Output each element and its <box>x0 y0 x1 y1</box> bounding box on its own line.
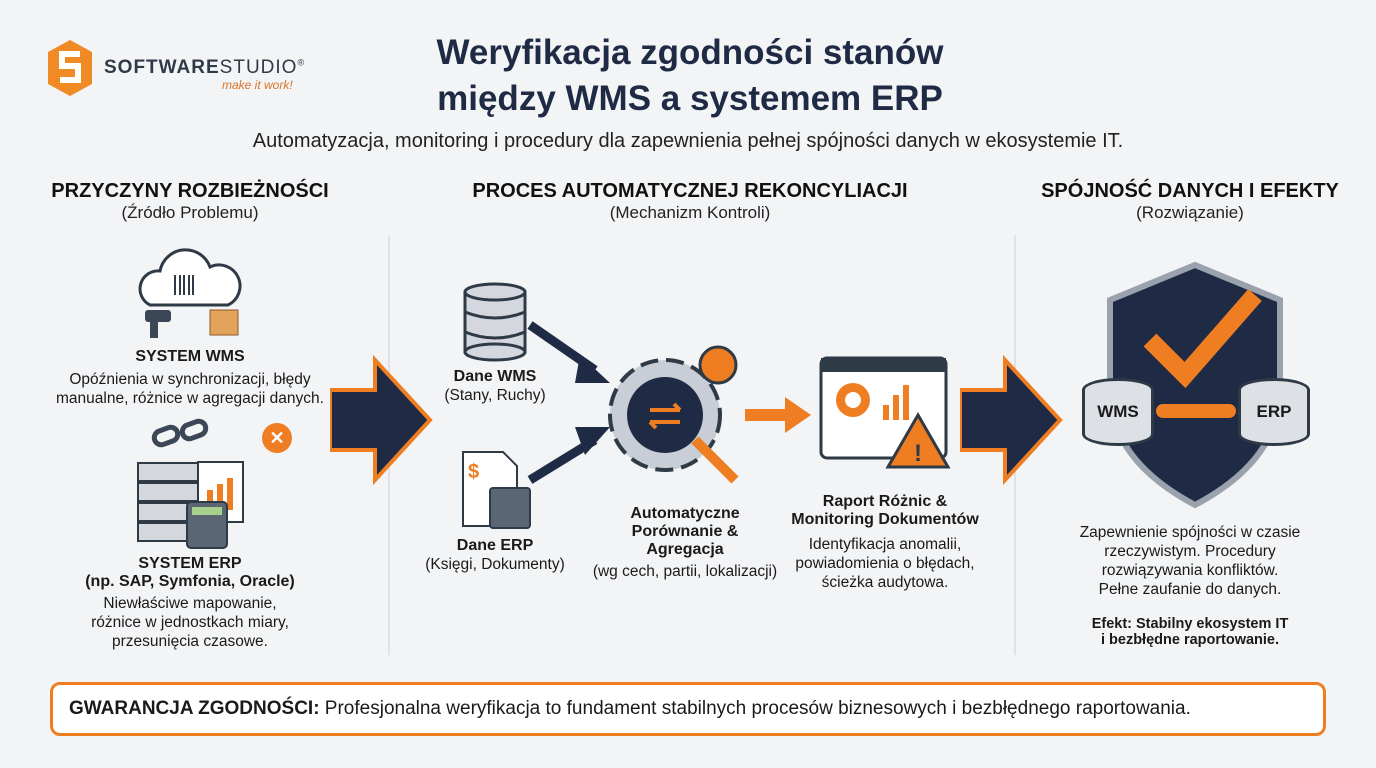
erp-database-icon: ERP <box>1238 378 1310 446</box>
data-flow-arrows <box>527 321 610 484</box>
erp-server-calculator-icon <box>137 461 244 549</box>
logo <box>48 40 92 101</box>
logo-hexagon-icon <box>48 40 92 96</box>
sync-link-icon <box>1156 404 1236 418</box>
erp-cause: SYSTEM ERP (np. SAP, Symfonia, Oracle) N… <box>85 555 295 650</box>
logo-text: SOFTWARESTUDIO® <box>104 57 306 78</box>
broken-link-icon <box>151 418 209 448</box>
wms-database-icon: WMS <box>1082 378 1154 446</box>
guarantee-banner: GWARANCJA ZGODNOŚCI: Profesjonalna weryf… <box>50 682 1326 736</box>
column-heading-process: PROCES AUTOMATYCZNEJ REKONCYLIACJI(Mecha… <box>472 180 908 222</box>
column-heading-effects: SPÓJNOŚĆ DANYCH I EFEKTY(Rozwiązanie) <box>1041 180 1339 222</box>
erp-data-label: Dane ERP(Księgi, Dokumenty) <box>425 537 565 573</box>
orange-arrow-icon <box>745 397 811 433</box>
flow-arrow-icon <box>960 355 1063 485</box>
invoice-calculator-icon: $ <box>462 451 531 529</box>
report-dashboard-warning-icon: ! <box>819 356 951 469</box>
logo-tagline: make it work! <box>222 78 293 92</box>
error-x-icon: ✕ <box>262 423 292 453</box>
wms-cause: SYSTEM WMS Opóźnienia w synchronizacji, … <box>56 348 324 407</box>
cloud-barcode-scanner-icon <box>138 248 242 338</box>
flow-arrow-icon <box>330 355 433 485</box>
page-subtitle: Automatyzacja, monitoring i procedury dl… <box>252 130 1124 152</box>
svg-text:!: ! <box>914 440 922 467</box>
svg-text:$: $ <box>468 461 479 483</box>
gear-magnifier-icon <box>608 345 739 484</box>
column-heading-causes: PRZYCZYNY ROZBIEŻNOŚCI(Źródło Problemu) <box>51 180 329 222</box>
database-icon <box>463 282 527 362</box>
wms-data-label: Dane WMS(Stany, Ruchy) <box>444 368 546 404</box>
report-step: Raport Różnic &Monitoring Dokumentów Ide… <box>791 493 979 591</box>
